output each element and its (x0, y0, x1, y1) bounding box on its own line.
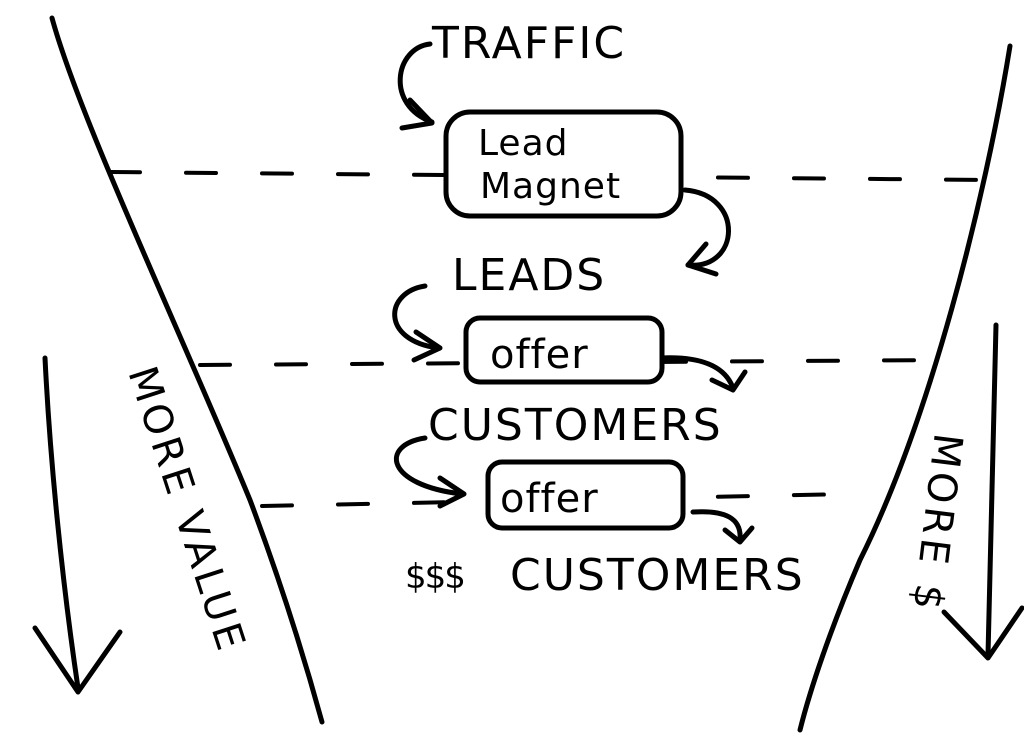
funnel-left-wall (49, 15, 325, 725)
leads-label: LEADS (452, 250, 606, 301)
lead-magnet-line2: Magnet (480, 166, 621, 207)
premium-customers-label: CUSTOMERS (510, 550, 805, 601)
customers-to-offer-arrow (394, 435, 467, 509)
lead-magnet-line1: Lead (478, 123, 568, 164)
customers-label: CUSTOMERS (428, 400, 723, 451)
offer-2-label: offer (500, 476, 599, 522)
more-money-label: MORE $ (903, 431, 971, 616)
funnel-right-wall (797, 43, 1013, 733)
level-line-2 (198, 358, 947, 367)
offer-to-premium-arrow (690, 509, 755, 545)
right-down-arrow (941, 322, 1024, 661)
premium-prefix: $$$ (405, 557, 464, 597)
traffic-to-magnet-arrow (397, 41, 435, 131)
leads-to-offer-arrow (392, 283, 443, 363)
offer-to-customers-arrow (657, 355, 748, 393)
lead-magnet-box: Lead Magnet (443, 109, 684, 219)
more-value-label: MORE VALUE (118, 361, 254, 659)
traffic-label: TRAFFIC (431, 18, 626, 69)
offer-box-2: offer (485, 459, 686, 531)
left-down-arrow (32, 355, 123, 695)
offer-box-1: offer (463, 315, 665, 385)
offer-1-label: offer (490, 332, 589, 378)
magnet-to-leads-arrow (682, 187, 731, 277)
level-line-3 (260, 492, 852, 508)
